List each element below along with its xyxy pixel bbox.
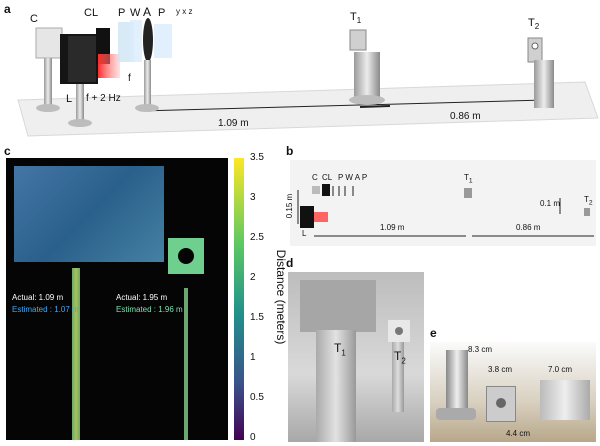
panel-b-schematic: C CL P W A P L T1 T2 0.15 m 0.1 m 1.09 m… bbox=[285, 160, 596, 246]
b-label-t2: T2 bbox=[584, 195, 593, 207]
label-f: f bbox=[128, 73, 131, 84]
e-dim-height: 8.3 cm bbox=[468, 345, 493, 354]
panel-d-photo: T1 T2 bbox=[288, 272, 424, 442]
b-dim-d2: 0.86 m bbox=[516, 223, 541, 232]
e-dim-h2: 4.4 cm bbox=[506, 429, 531, 438]
cb-tick-7: 0 bbox=[250, 432, 256, 443]
b-label-c: C bbox=[312, 173, 318, 182]
actual-2-text: Actual: 1.95 m bbox=[116, 293, 168, 302]
panel-letter-a: a bbox=[4, 2, 11, 16]
estimated-1-text: Estimated : 1.07 m bbox=[12, 305, 79, 314]
label-axes: y x z bbox=[176, 7, 193, 16]
distance-line bbox=[139, 99, 546, 112]
b-dim-height-left: 0.15 m bbox=[285, 193, 295, 219]
cb-tick-1: 3 bbox=[250, 192, 256, 203]
b-dim-d1: 1.09 m bbox=[380, 223, 405, 232]
panel-letter-e: e bbox=[430, 326, 437, 340]
colorbar bbox=[234, 158, 244, 440]
table-surface bbox=[17, 81, 599, 137]
label-f-plus: f + 2 Hz bbox=[86, 93, 121, 104]
cb-tick-2: 2.5 bbox=[250, 232, 264, 243]
label-t2: T2 bbox=[528, 17, 540, 32]
e-dim-w1: 3.8 cm bbox=[488, 365, 513, 374]
colorbar-label: Distance (meters) bbox=[274, 249, 288, 345]
distance-label-1: 1.09 m bbox=[218, 118, 249, 129]
distance-label-2: 0.86 m bbox=[450, 111, 481, 122]
panel-letter-c: c bbox=[4, 144, 11, 158]
e-dim-w2: 7.0 cm bbox=[548, 365, 573, 374]
label-w: W bbox=[130, 7, 141, 19]
b-dim-height-right: 0.1 m bbox=[540, 199, 561, 208]
b-label-cl: CL bbox=[322, 173, 333, 182]
cb-tick-6: 0.5 bbox=[250, 392, 264, 403]
panel-letter-d: d bbox=[286, 256, 294, 270]
cb-tick-4: 1.5 bbox=[250, 312, 264, 323]
panel-c-depth-map: Actual: 1.09 m Estimated : 1.07 m Actual… bbox=[6, 158, 228, 440]
panel-letter-b: b bbox=[286, 144, 294, 158]
cb-tick-3: 2 bbox=[250, 272, 256, 283]
b-label-t1: T1 bbox=[464, 173, 473, 185]
actual-1-text: Actual: 1.09 m bbox=[12, 293, 64, 302]
panel-a-illustration bbox=[17, 18, 599, 137]
label-p2: P bbox=[158, 7, 166, 19]
label-a: A bbox=[143, 5, 152, 19]
label-l: L bbox=[66, 93, 73, 105]
d-label-t1: T1 bbox=[334, 341, 346, 358]
pillar-t2-depth bbox=[184, 288, 188, 440]
b-label-l: L bbox=[302, 229, 307, 238]
label-p1: P bbox=[118, 7, 126, 19]
label-cl: CL bbox=[84, 7, 99, 19]
camera-body bbox=[35, 27, 63, 59]
estimated-2-text: Estimated : 1.96 m bbox=[116, 305, 183, 314]
cb-tick-0: 3.5 bbox=[250, 152, 264, 163]
target-t2-depth bbox=[168, 238, 204, 274]
target-t2-shape bbox=[527, 37, 543, 63]
cb-tick-5: 1 bbox=[250, 352, 256, 363]
back-wall-target bbox=[14, 166, 164, 262]
target-t1-shape bbox=[349, 29, 367, 51]
b-label-pwap: P W A P bbox=[338, 173, 368, 182]
d-label-t2: T2 bbox=[394, 349, 406, 366]
colorbar-ticks: 3.5 3 2.5 2 1.5 1 0.5 0 bbox=[250, 152, 270, 444]
panel-e-photo: 8.3 cm 3.8 cm 7.0 cm 4.4 cm bbox=[430, 342, 596, 442]
panel-a: a bbox=[0, 0, 600, 140]
label-c: C bbox=[30, 13, 38, 25]
label-t1: T1 bbox=[350, 11, 362, 26]
pillar-t1-depth bbox=[72, 268, 80, 440]
